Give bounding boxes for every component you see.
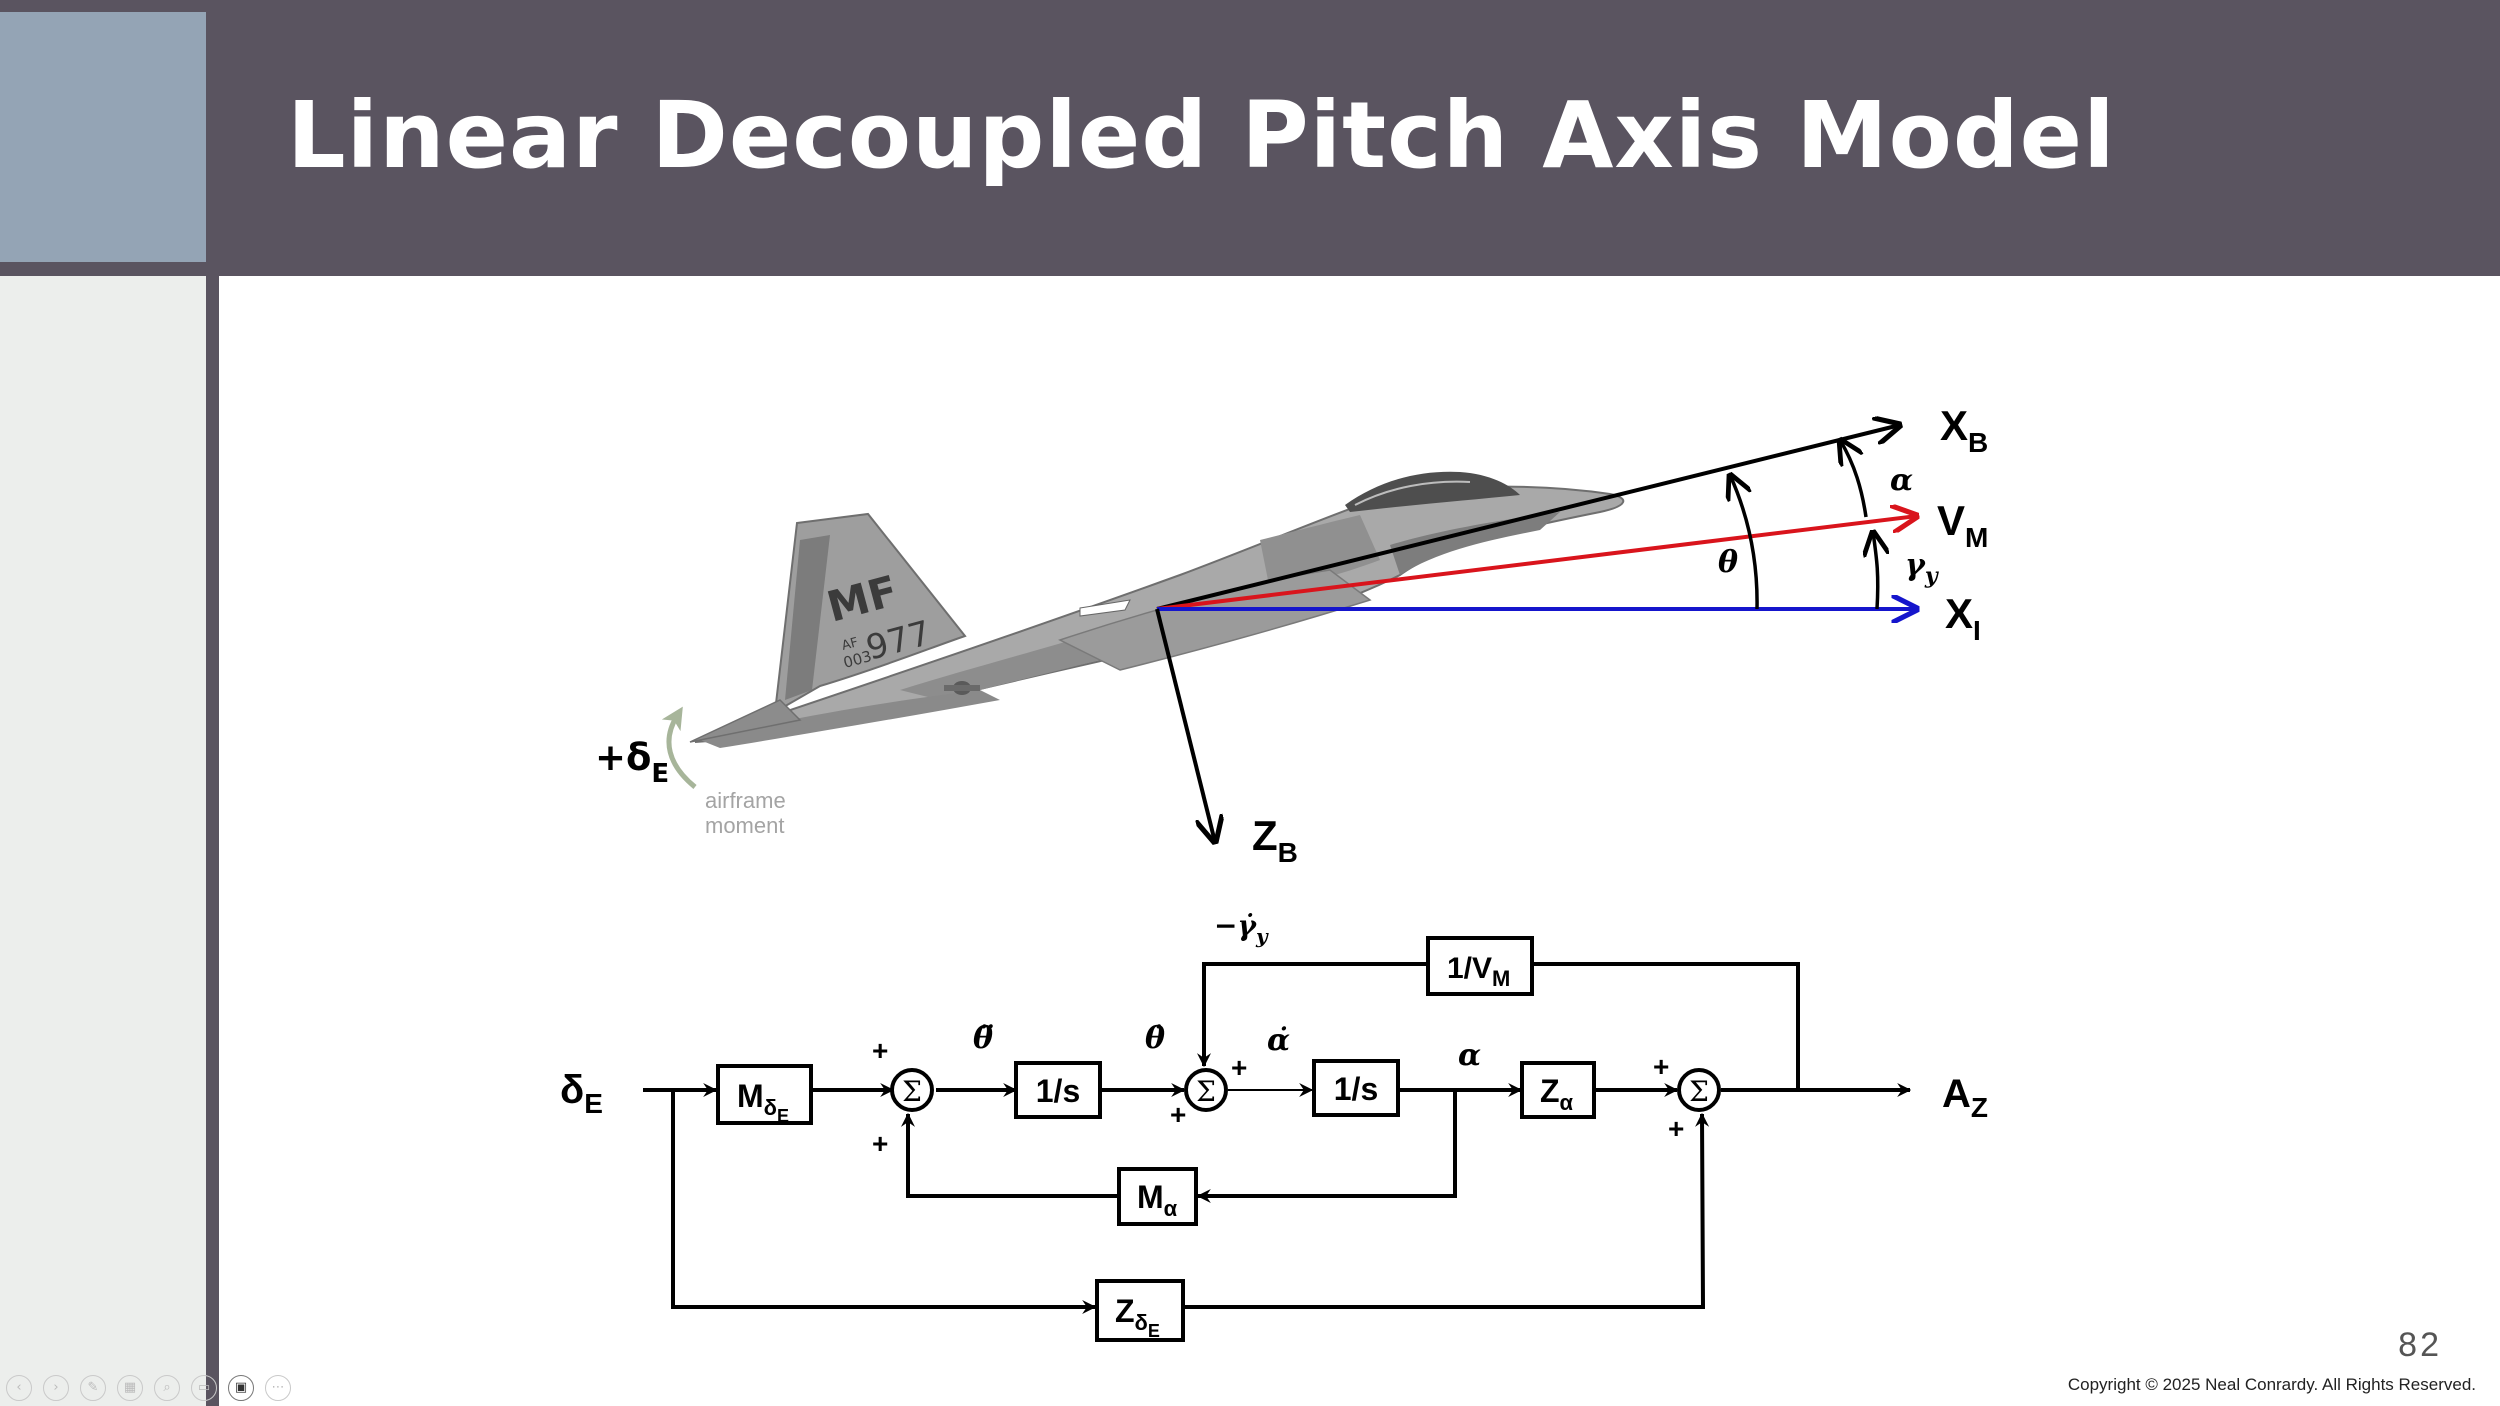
plus-sign: + [1170, 1099, 1186, 1130]
alpha-arc [1840, 440, 1868, 518]
input-label: δE [560, 1068, 603, 1119]
theta-ddot-label: θ̈ [973, 1021, 993, 1056]
zb-label: ZB [1252, 812, 1298, 868]
more-options-icon[interactable]: ⋯ [265, 1375, 291, 1401]
plus-sign: + [1668, 1113, 1684, 1144]
alpha-dot-label: α̇ [1267, 1023, 1290, 1058]
slide-number: 82 [2398, 1326, 2442, 1364]
xb-label: XB [1940, 402, 1988, 458]
national-insignia-icon [944, 681, 980, 695]
z-delta-e-label: ZδE [1115, 1293, 1160, 1341]
title-bar [0, 0, 2500, 276]
svg-text:Σ: Σ [1689, 1075, 1709, 1108]
tail-serial-prefix: AF [840, 635, 860, 654]
zoom-icon[interactable]: ⌕ [154, 1375, 180, 1401]
z-delta-e-block [1095, 1279, 1185, 1342]
plus-sign: + [872, 1035, 888, 1066]
plus-sign: + [872, 1128, 888, 1159]
subtitles-icon[interactable]: ▭ [191, 1375, 217, 1401]
slides-grid-icon[interactable]: ▦ [117, 1375, 143, 1401]
plus-sign: + [1231, 1052, 1247, 1083]
inverse-vm-label: 1/VM [1447, 952, 1510, 991]
gamma-dot-label: −γ̇y [1214, 909, 1269, 948]
xi-label: XI [1945, 590, 1981, 646]
m-alpha-label: Mα [1137, 1179, 1178, 1221]
integrator-block-2 [1312, 1059, 1400, 1117]
gamma-arc [1873, 532, 1878, 610]
xb-axis-arrow [1156, 425, 1900, 611]
output-label: AZ [1942, 1072, 1988, 1123]
camera-icon[interactable]: ▣ [228, 1375, 254, 1401]
svg-text:Σ: Σ [1196, 1075, 1216, 1108]
integrator-label-1: 1/s [1036, 1073, 1080, 1109]
gamma-angle-label: γy [1905, 548, 1940, 589]
summing-junction-1: Σ [890, 1068, 934, 1112]
pen-icon[interactable]: ✎ [80, 1375, 106, 1401]
airframe-moment-arrow [661, 706, 697, 789]
vm-vector-arrow [1156, 516, 1917, 611]
z-alpha-block [1520, 1061, 1596, 1119]
slide-title: Linear Decoupled Pitch Axis Model [287, 82, 2116, 189]
presentation-controls: ‹ › ✎ ▦ ⌕ ▭ ▣ ⋯ [6, 1375, 291, 1401]
integrator-label-2: 1/s [1334, 1071, 1378, 1107]
m-delta-e-label: MδE [737, 1078, 789, 1126]
plus-sign: + [1653, 1051, 1669, 1082]
summing-junction-2: Σ [1184, 1068, 1228, 1112]
m-delta-e-block [716, 1064, 813, 1125]
moment-label-line1: airframe [705, 788, 786, 813]
left-side-panel [0, 276, 206, 1406]
title-accent-block [0, 12, 206, 262]
next-slide-icon[interactable]: › [43, 1375, 69, 1401]
theta-arc [1730, 475, 1759, 610]
summing-junction-3: Σ [1677, 1068, 1721, 1112]
m-alpha-block [1117, 1167, 1198, 1226]
theta-angle-label: θ [1718, 545, 1738, 580]
svg-text:Σ: Σ [902, 1075, 922, 1108]
left-divider-bar [206, 262, 219, 1406]
elevator-deflection-label: +δE [595, 736, 669, 789]
zb-axis-arrow [1155, 608, 1215, 842]
moment-label-line2: moment [705, 813, 784, 838]
copyright-notice: Copyright © 2025 Neal Conrardy. All Righ… [2067, 1375, 2476, 1394]
z-alpha-label: Zα [1540, 1073, 1574, 1115]
inverse-vm-block [1426, 936, 1534, 996]
alpha-signal-label: α [1458, 1038, 1481, 1073]
block-diagram: δE AZ MδE 1/s 1/s Zα 1/VM Mα [560, 909, 1988, 1342]
theta-dot-label: θ̇ [1145, 1021, 1165, 1056]
integrator-block-1 [1014, 1061, 1102, 1119]
vm-label: VM [1937, 497, 1988, 553]
alpha-angle-label: α [1890, 463, 1913, 498]
previous-slide-icon[interactable]: ‹ [6, 1375, 32, 1401]
